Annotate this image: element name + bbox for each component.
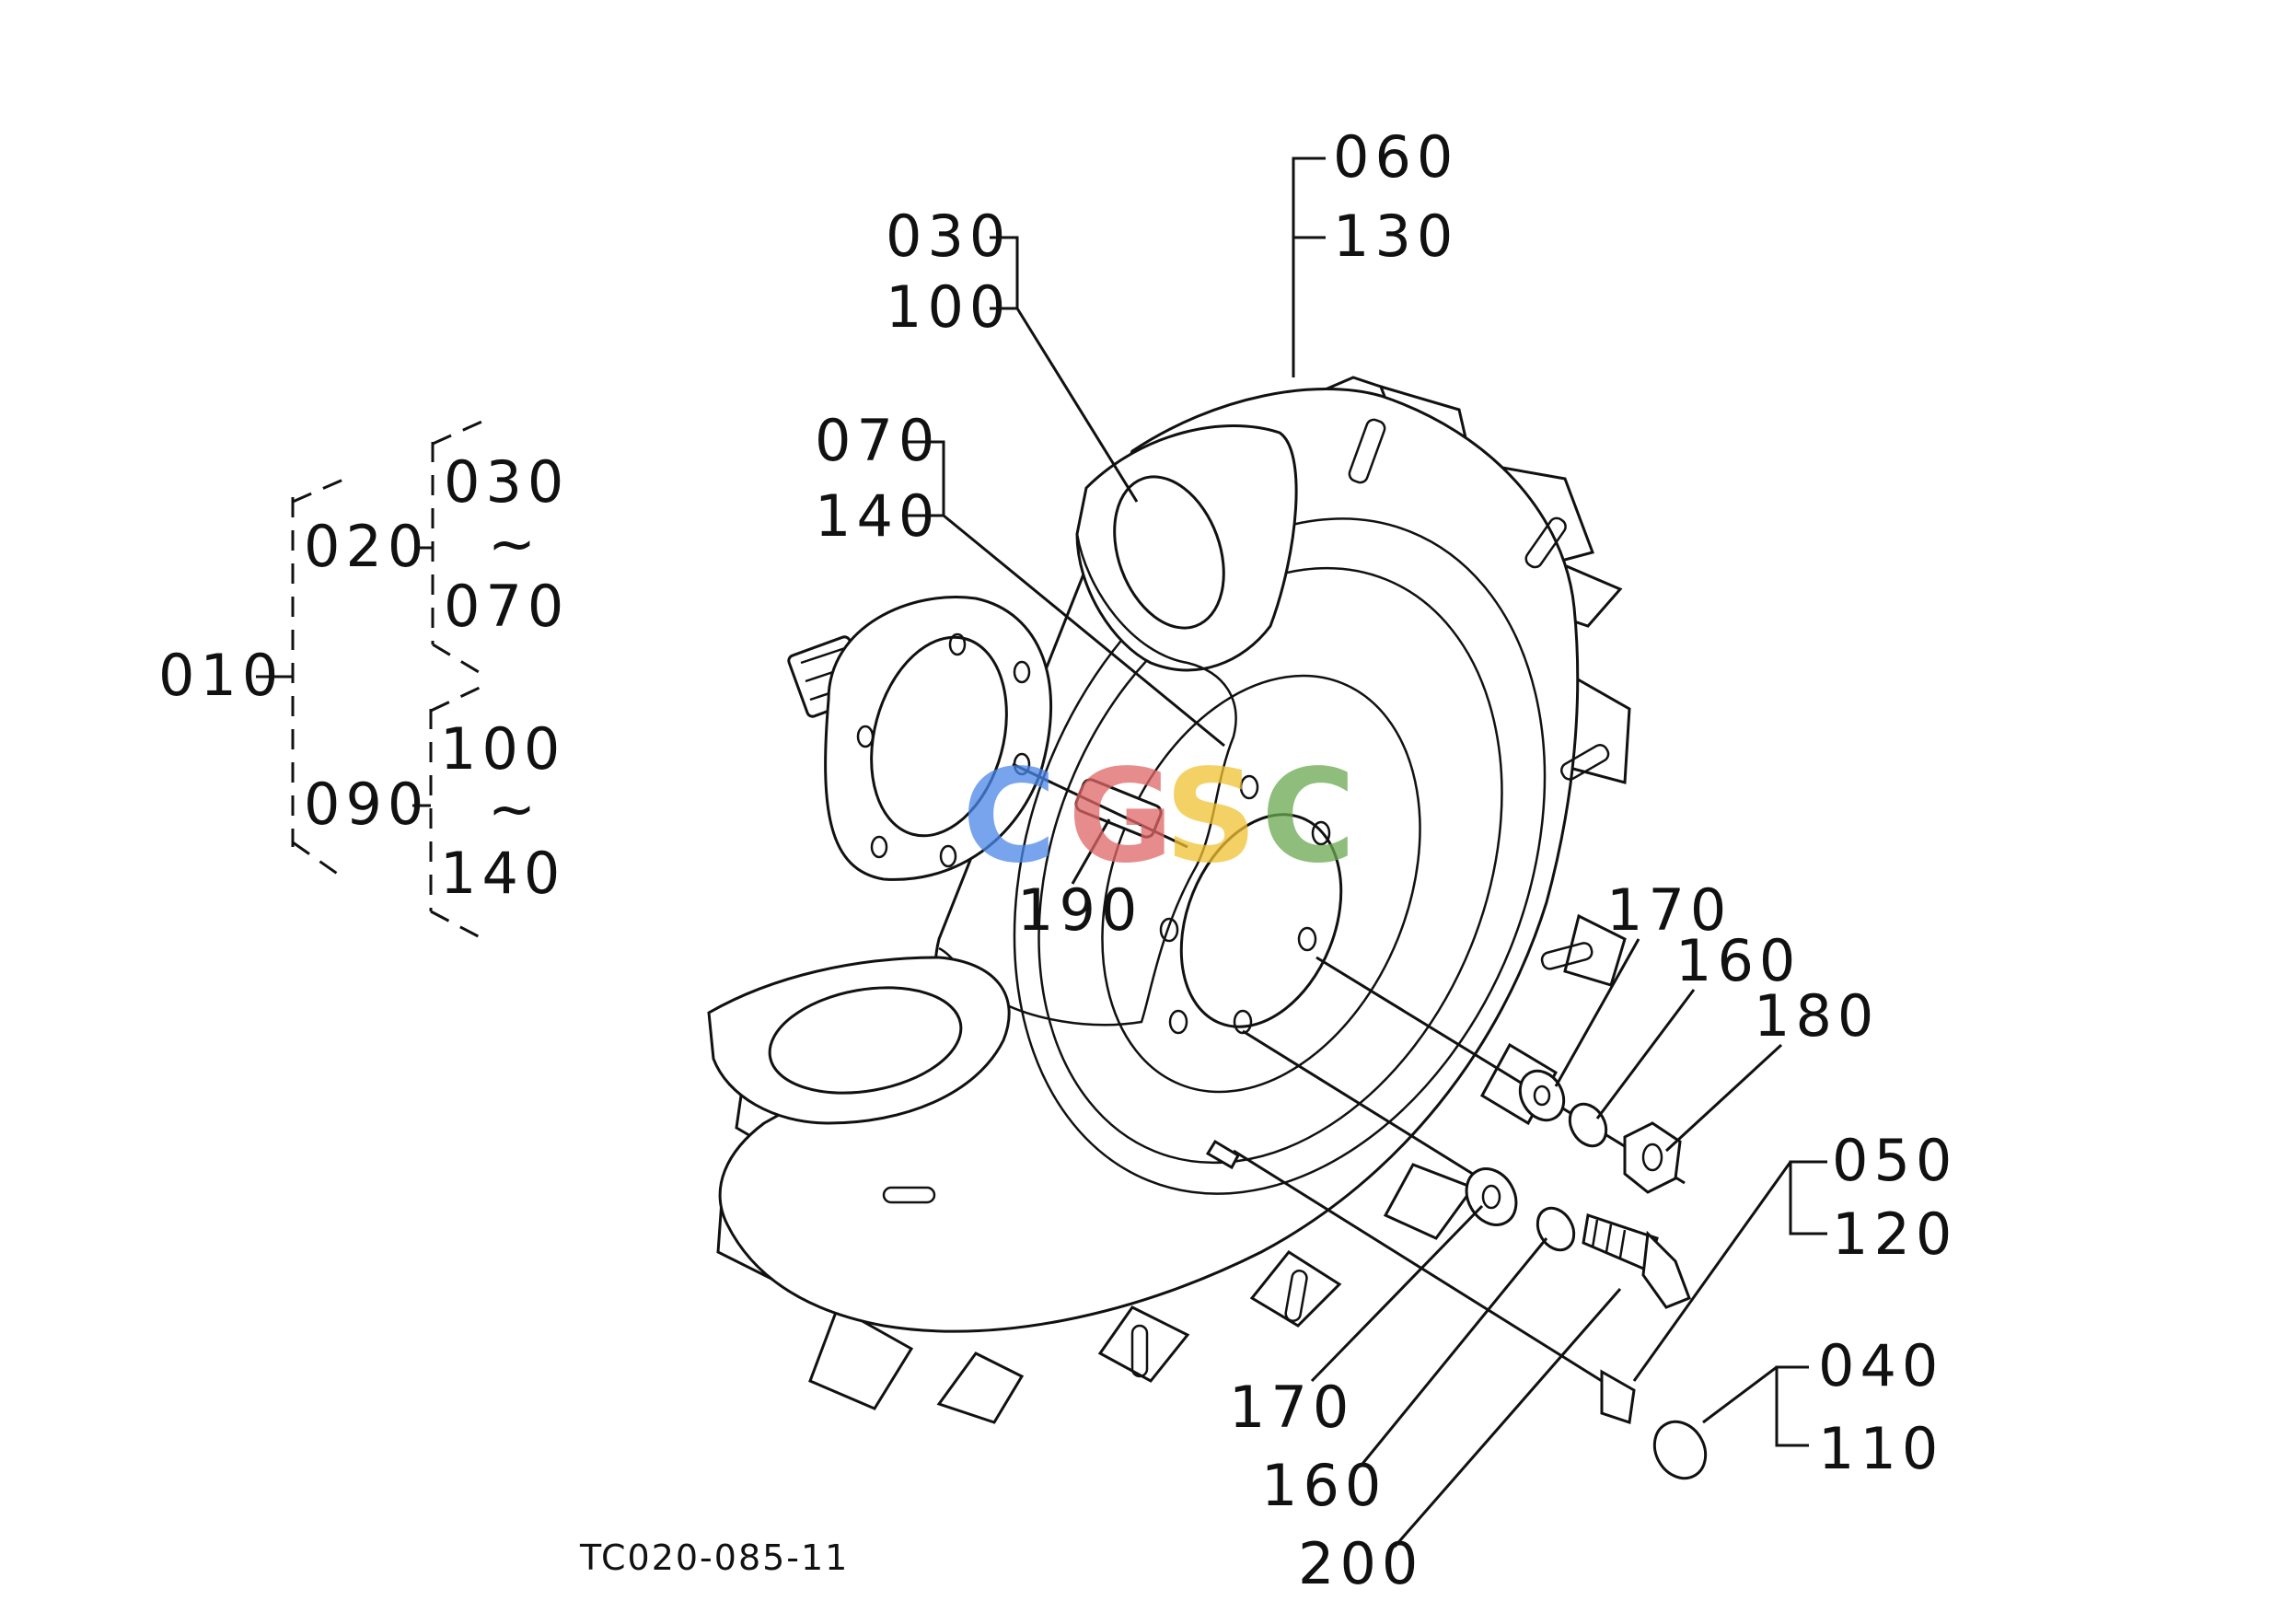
callout-070: 070 <box>815 407 940 474</box>
callout-110: 110 <box>1818 1415 1943 1482</box>
callout-160-upper: 160 <box>1675 927 1801 994</box>
group-b-label: 090 <box>304 771 429 838</box>
group-a-sep: ~ <box>488 510 541 577</box>
drawing-code: TC020-085-11 <box>579 1537 849 1578</box>
watermark: C G S C <box>962 742 1356 892</box>
callout-200: 200 <box>1298 1530 1423 1597</box>
fitting-cap <box>1652 1420 1708 1480</box>
assembly-tree: 010 020 030 ~ 070 090 100 ~ 140 <box>158 417 569 941</box>
grease-fitting <box>1600 1369 1636 1424</box>
fasteners <box>1205 956 1708 1480</box>
watermark-letter-3: S <box>1165 742 1257 892</box>
flange-bolt-holes <box>856 632 1031 868</box>
group-b-from: 100 <box>440 715 565 783</box>
sprocket-wheel <box>707 376 1631 1424</box>
group-b-to: 140 <box>440 840 565 907</box>
callout-040: 040 <box>1818 1332 1943 1399</box>
callout-100: 100 <box>886 273 1011 341</box>
hex-bolt <box>1582 1213 1659 1273</box>
watermark-letter-4: C <box>1261 742 1356 892</box>
group-b-sep: ~ <box>488 775 541 842</box>
callout-050: 050 <box>1832 1127 1957 1194</box>
callout-170-upper: 170 <box>1606 876 1732 944</box>
hub-flange <box>787 596 1188 881</box>
callout-030: 030 <box>886 203 1011 270</box>
hub-bolt-holes <box>1159 774 1331 1035</box>
callout-170-lower: 170 <box>1229 1374 1354 1441</box>
sleeve-bore-lower <box>768 986 963 1095</box>
sleeve-bore-upper <box>1113 475 1225 630</box>
hex-nut <box>1623 1121 1682 1194</box>
watermark-letter-1: C <box>962 742 1057 892</box>
flat-washer-upper <box>1518 1069 1566 1122</box>
callout-leaders <box>907 157 1827 1548</box>
group-a-from: 030 <box>444 448 569 516</box>
rim-slots <box>882 418 1610 1378</box>
callout-120: 120 <box>1832 1201 1957 1268</box>
callout-labels: 060 130 030 100 070 140 190 170 160 180 … <box>815 123 1957 1597</box>
callout-130: 130 <box>1333 203 1458 270</box>
split-gasket <box>938 533 1237 1027</box>
callout-180: 180 <box>1754 982 1879 1050</box>
flange-bore <box>870 635 1008 838</box>
group-a-to: 070 <box>444 573 569 640</box>
callout-160-lower: 160 <box>1261 1452 1386 1519</box>
spring-washer-upper <box>1568 1102 1608 1148</box>
callout-190: 190 <box>1017 876 1142 944</box>
callout-140: 140 <box>815 482 940 550</box>
watermark-letter-2: G <box>1068 742 1174 892</box>
callout-060: 060 <box>1333 123 1458 191</box>
stud-bolt <box>1074 778 1163 839</box>
group-a-label: 020 <box>304 513 429 580</box>
wheel-hub-bore <box>1179 813 1343 1028</box>
